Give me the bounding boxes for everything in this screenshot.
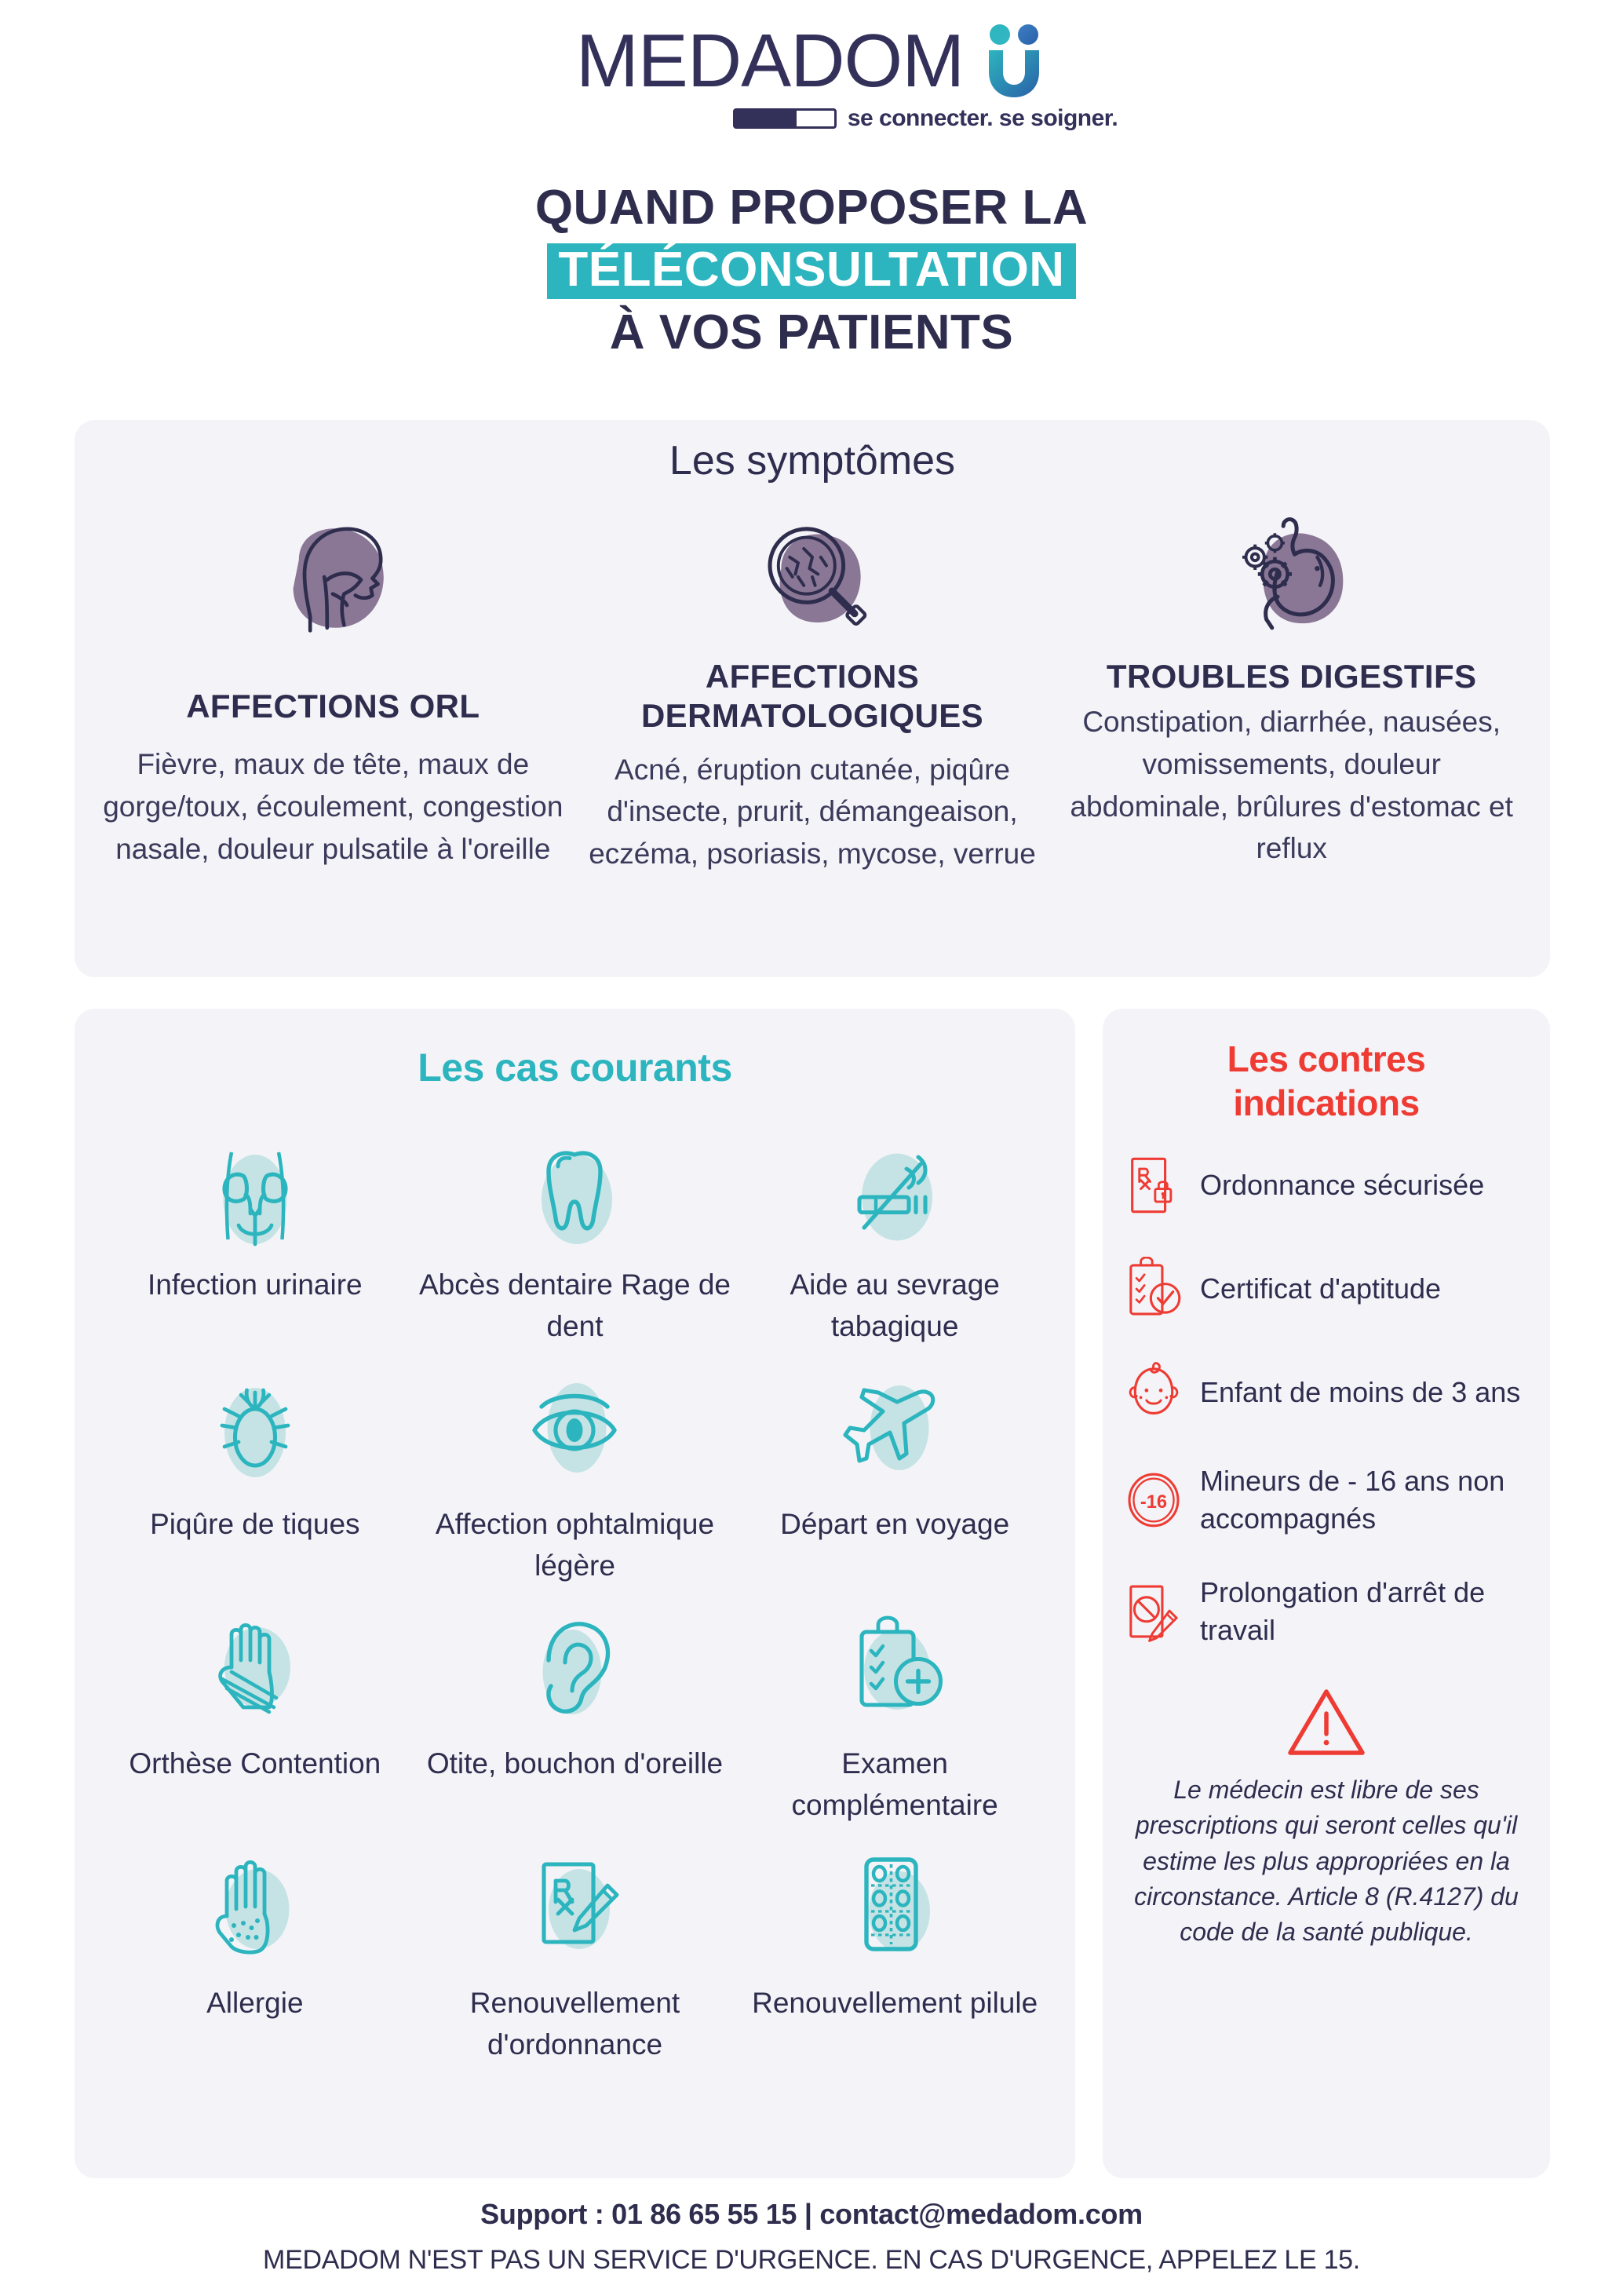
symptoms-panel-title: Les symptômes xyxy=(669,438,956,484)
case-item: Piqûre de tiques xyxy=(95,1355,415,1586)
brand-tagline: se connecter. se soigner. xyxy=(847,105,1118,131)
common-cases-title: Les cas courants xyxy=(418,1046,732,1090)
warning-text: Le médecin est libre de ses prescription… xyxy=(1134,1775,1519,1947)
clipboard-plus-icon xyxy=(735,1594,1055,1740)
symptom-column-orl: AFFECTIONS ORL Fièvre, maux de tête, mau… xyxy=(93,498,573,870)
case-item: Aide au sevrage tabagique xyxy=(735,1128,1055,1347)
case-item: Renouvellement pilule xyxy=(735,1834,1055,2065)
symptoms-panel: Les symptômes AFFECTIONS ORL Fièvre, mau… xyxy=(75,420,1550,977)
minus-16-circle-icon: -16 xyxy=(1123,1466,1184,1534)
headline-line-1: QUAND PROPOSER LA xyxy=(534,181,1089,235)
no-sick-leave-icon xyxy=(1123,1578,1184,1645)
symptom-title: AFFECTIONS DERMATOLOGIQUES xyxy=(640,658,984,735)
symptom-title: AFFECTIONS ORL xyxy=(186,688,480,725)
contraindications-title-line-1: Les contres xyxy=(1227,1038,1426,1079)
footer-emergency-notice: MEDADOM N'EST PAS UN SERVICE D'URGENCE. … xyxy=(263,2245,1360,2275)
case-label: Piqûre de tiques xyxy=(150,1508,360,1541)
case-item: Otite, bouchon d'oreille xyxy=(415,1594,735,1826)
symptom-description: Constipation, diarrhée, nausées, vomisse… xyxy=(1070,706,1513,865)
page-title: QUAND PROPOSER LA TÉLÉCONSULTATION À VOS… xyxy=(0,179,1623,362)
case-label: Renouvellement pilule xyxy=(752,1987,1038,2020)
contraindication-label: Mineurs de - 16 ans non accompagnés xyxy=(1200,1465,1505,1535)
case-label: Affection ophtalmique légère xyxy=(435,1508,715,1582)
clipboard-check-icon xyxy=(1123,1255,1184,1323)
contraindication-item: Enfant de moins de 3 ans xyxy=(1123,1359,1534,1426)
pill-blister-icon xyxy=(735,1834,1055,1980)
contraindication-label: Prolongation d'arrêt de travail xyxy=(1200,1575,1486,1646)
svg-text:-16: -16 xyxy=(1140,1492,1167,1513)
case-item: Examen complémentaire xyxy=(735,1594,1055,1826)
eye-icon xyxy=(415,1355,735,1501)
case-item: Départ en voyage xyxy=(735,1355,1055,1586)
contraindication-item: -16 Mineurs de - 16 ans non accompagnés xyxy=(1123,1462,1534,1538)
case-label: Orthèse Contention xyxy=(129,1747,381,1780)
case-item: Allergie xyxy=(95,1834,415,2065)
magnifier-skin-icon xyxy=(581,498,1045,655)
brand-logo: MEDADOM se co xyxy=(0,24,1623,132)
allergy-hand-icon xyxy=(95,1834,415,1980)
footer-support-line: Support : 01 86 65 55 15 | contact@medad… xyxy=(480,2198,1143,2230)
headline-highlight: TÉLÉCONSULTATION xyxy=(547,243,1076,300)
secure-prescription-icon xyxy=(1123,1152,1184,1219)
symptom-description: Acné, éruption cutanée, piqûre d'insecte… xyxy=(589,753,1036,871)
no-smoking-icon xyxy=(735,1128,1055,1261)
case-item: Orthèse Contention xyxy=(95,1594,415,1826)
symptom-column-digestif: TROUBLES DIGESTIFS Constipation, diarrhé… xyxy=(1052,498,1531,870)
contraindication-label: Ordonnance sécurisée xyxy=(1200,1169,1485,1202)
common-cases-panel: Les cas courants Infection urinaire xyxy=(75,1009,1075,2178)
prescription-pen-icon xyxy=(415,1834,735,1980)
airplane-icon xyxy=(735,1355,1055,1501)
case-label: Examen complémentaire xyxy=(791,1747,998,1821)
tooth-icon xyxy=(415,1128,735,1261)
case-label: Aide au sevrage tabagique xyxy=(790,1268,1000,1342)
symptom-description: Fièvre, maux de tête, maux de gorge/toux… xyxy=(103,748,563,865)
case-item: Abcès dentaire Rage de dent xyxy=(415,1128,735,1347)
footer: Support : 01 86 65 55 15 | contact@medad… xyxy=(0,2198,1623,2276)
contraindications-title: Les contres indications xyxy=(1103,1009,1550,1125)
wrist-brace-icon xyxy=(95,1594,415,1740)
contraindication-label: Certificat d'aptitude xyxy=(1200,1272,1442,1305)
case-item: Infection urinaire xyxy=(95,1128,415,1347)
case-label: Infection urinaire xyxy=(148,1268,363,1301)
contraindication-label: Enfant de moins de 3 ans xyxy=(1200,1376,1521,1409)
warning-block: Le médecin est libre de ses prescription… xyxy=(1103,1685,1550,1951)
head-throat-icon xyxy=(101,498,565,655)
medadom-u-umlaut-icon xyxy=(989,24,1040,97)
symptom-title: TROUBLES DIGESTIFS xyxy=(1106,658,1477,695)
case-item: Affection ophtalmique légère xyxy=(415,1355,735,1586)
contraindication-item: Prolongation d'arrêt de travail xyxy=(1123,1574,1534,1649)
tick-icon xyxy=(95,1355,415,1501)
case-label: Otite, bouchon d'oreille xyxy=(426,1747,724,1780)
case-item: Renouvellement d'ordonnance xyxy=(415,1834,735,2065)
case-label: Abcès dentaire Rage de dent xyxy=(418,1268,731,1342)
ear-icon xyxy=(415,1594,735,1740)
contraindications-panel: Les contres indications Ordonnance sécur… xyxy=(1103,1009,1550,2178)
headline-line-3: À VOS PATIENTS xyxy=(609,305,1014,360)
baby-face-icon xyxy=(1123,1359,1184,1426)
warning-triangle-icon xyxy=(1115,1685,1537,1761)
contraindications-title-line-2: indications xyxy=(1233,1082,1420,1124)
contraindication-item: Certificat d'aptitude xyxy=(1123,1255,1534,1323)
case-label: Renouvellement d'ordonnance xyxy=(469,1987,680,2061)
stomach-gears-icon xyxy=(1060,498,1523,655)
kidneys-icon xyxy=(95,1128,415,1261)
symptom-column-dermato: AFFECTIONS DERMATOLOGIQUES Acné, éruptio… xyxy=(573,498,1052,875)
brand-name: MEDADOM xyxy=(575,19,965,103)
case-label: Départ en voyage xyxy=(780,1508,1010,1541)
contraindication-item: Ordonnance sécurisée xyxy=(1123,1152,1534,1219)
case-label: Allergie xyxy=(206,1987,304,2020)
progress-bar-icon xyxy=(732,108,837,129)
headline-line-2: TÉLÉCONSULTATION xyxy=(0,241,1623,300)
